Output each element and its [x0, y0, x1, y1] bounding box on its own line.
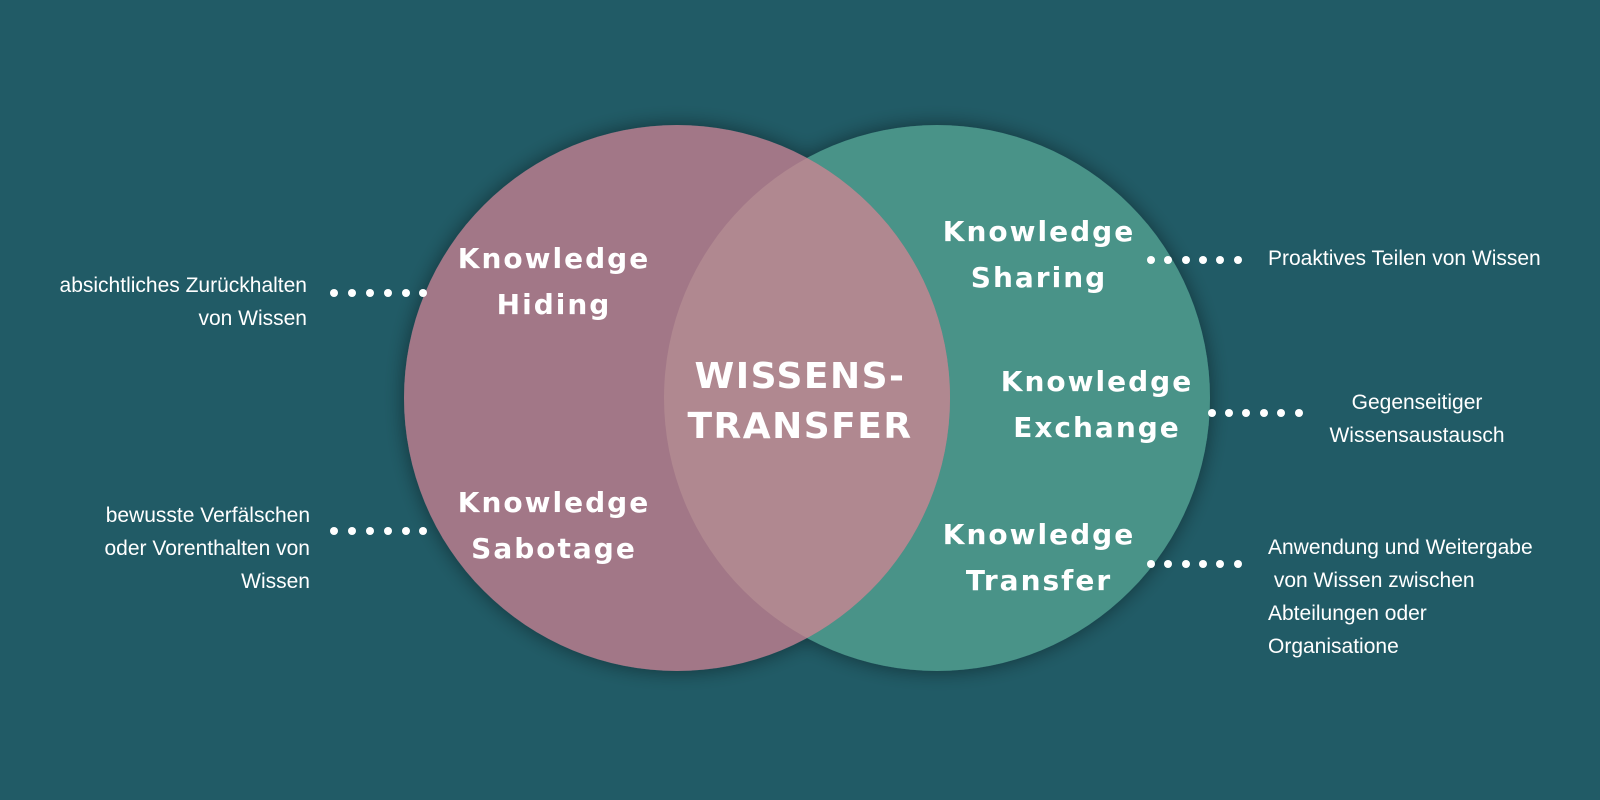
overlap-region: [664, 125, 950, 671]
knowledge-sabotage-label: Knowledge: [458, 486, 650, 519]
connector-exchange: [1208, 409, 1303, 417]
knowledge-hiding-label: Knowledge: [458, 242, 650, 275]
transfer-description-line3: Abteilungen oder: [1268, 602, 1427, 625]
sharing-description: Proaktives Teilen von Wissen: [1268, 247, 1541, 270]
knowledge-transfer-label-line2: Transfer: [966, 564, 1112, 597]
center-title: WISSENS-: [695, 356, 906, 397]
exchange-description: Gegenseitiger: [1352, 391, 1483, 414]
knowledge-sharing-label: Knowledge: [943, 215, 1135, 248]
knowledge-exchange-label: Knowledge: [1001, 365, 1193, 398]
hiding-description: absichtliches Zurückhalten: [60, 274, 307, 297]
transfer-description-line2: von Wissen zwischen: [1268, 569, 1475, 592]
knowledge-hiding-label-line2: Hiding: [497, 288, 612, 321]
connector-sabotage: [330, 527, 427, 535]
sabotage-description: bewusste Verfälschen: [106, 504, 310, 527]
connector-sharing: [1147, 256, 1242, 264]
exchange-description-line2: Wissensaustausch: [1329, 424, 1504, 447]
sabotage-description-line2: oder Vorenthalten von: [105, 537, 311, 560]
transfer-description: Anwendung und Weitergabe: [1268, 536, 1533, 559]
connector-hiding: [330, 289, 427, 297]
connector-transfer: [1147, 560, 1242, 568]
knowledge-exchange-label-line2: Exchange: [1013, 411, 1181, 444]
transfer-description-line4: Organisatione: [1268, 635, 1399, 658]
hiding-description-line2: von Wissen: [198, 307, 307, 330]
knowledge-transfer-label: Knowledge: [943, 518, 1135, 551]
center-title-line2: TRANSFER: [687, 406, 912, 447]
knowledge-sabotage-label-line2: Sabotage: [471, 532, 637, 565]
sabotage-description-line3: Wissen: [241, 570, 310, 593]
knowledge-sharing-label-line2: Sharing: [971, 261, 1107, 294]
